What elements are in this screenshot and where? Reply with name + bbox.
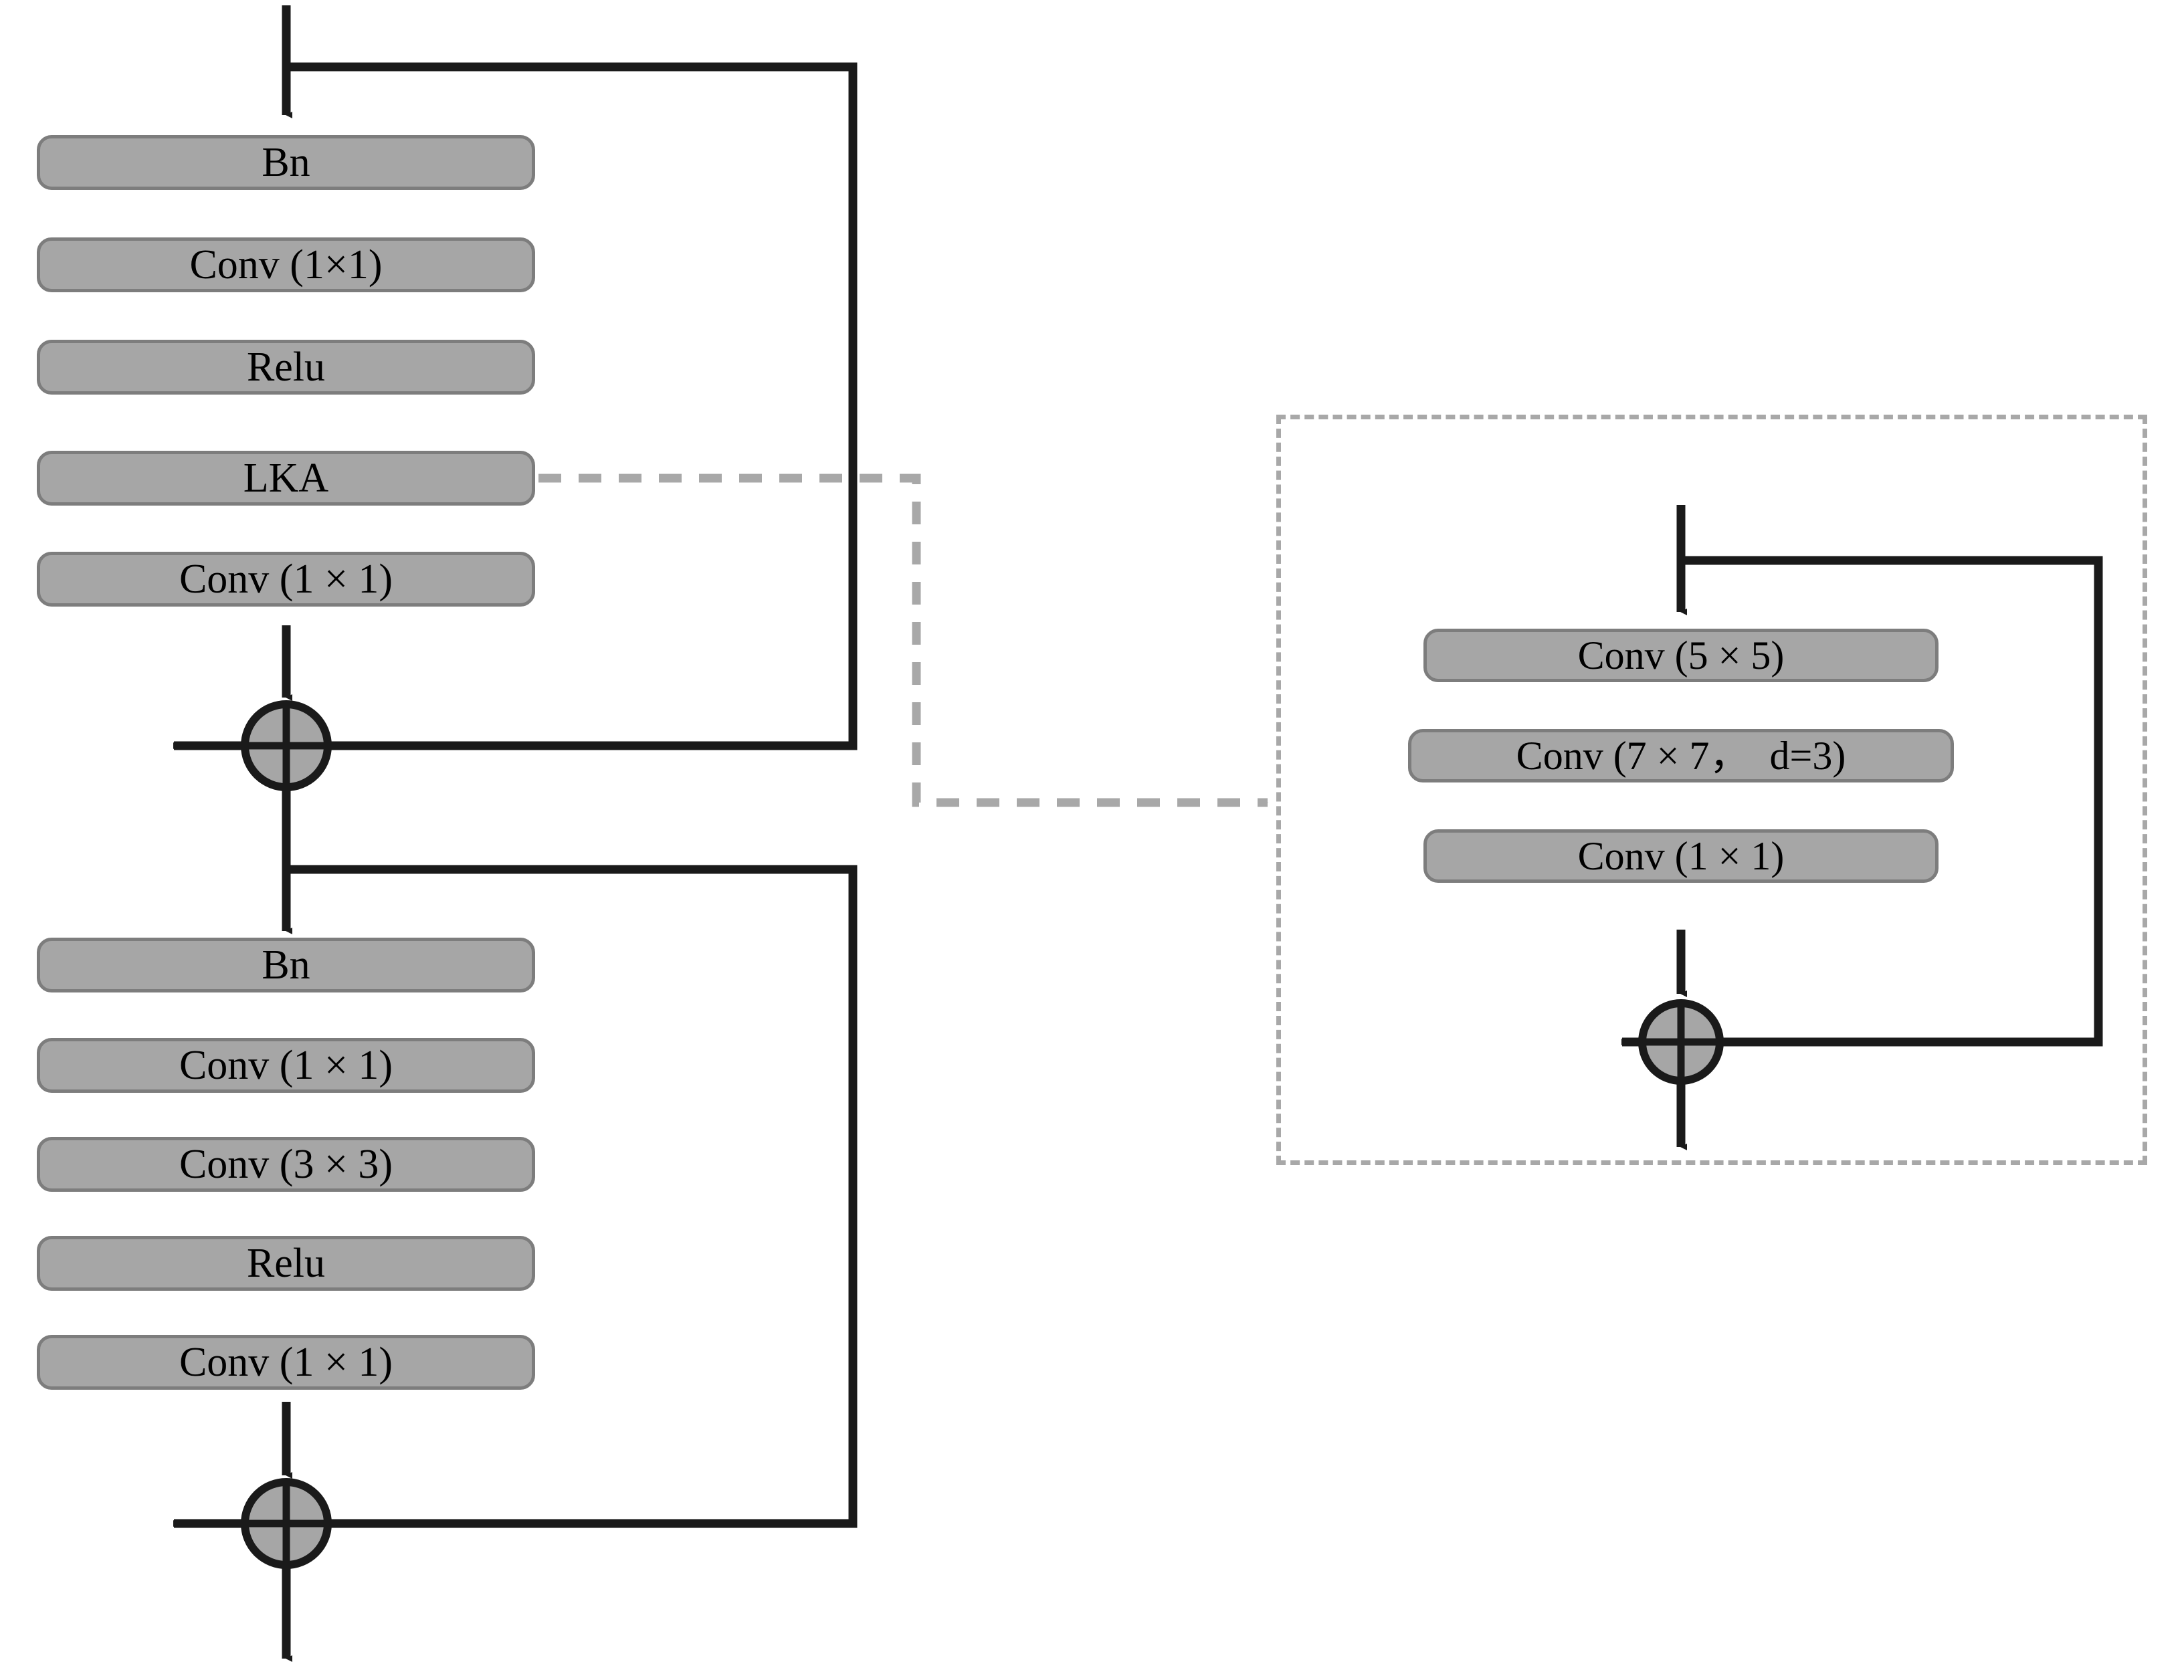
- block1-layer-conv1x1-b[interactable]: Conv (1 × 1): [37, 552, 535, 607]
- block2-layer-conv3x3[interactable]: Conv (3 × 3): [37, 1137, 535, 1192]
- merge-plus-circle-2: [241, 1478, 332, 1569]
- block1-layer-bn[interactable]: Bn: [37, 135, 535, 190]
- block1-layer-conv1x1-a[interactable]: Conv (1×1): [37, 237, 535, 292]
- skip-connection-1: [173, 62, 858, 750]
- block2-layer-conv1x1-b[interactable]: Conv (1 × 1): [37, 1335, 535, 1390]
- block1-layer-relu[interactable]: Relu: [37, 340, 535, 395]
- detail-skip-connection: [1621, 556, 2103, 1047]
- lka-layer-conv5x5[interactable]: Conv (5 × 5): [1423, 629, 1939, 682]
- merge-plus-circle-1: [241, 700, 332, 791]
- lka-layer-conv1x1[interactable]: Conv (1 × 1): [1423, 829, 1939, 883]
- skip-connection-2: [173, 865, 858, 1528]
- block2-layer-bn[interactable]: Bn: [37, 938, 535, 992]
- block2-layer-conv1x1-a[interactable]: Conv (1 × 1): [37, 1038, 535, 1093]
- lka-detail-panel: [1276, 415, 2147, 1165]
- detail-merge-plus-circle: [1638, 999, 1724, 1085]
- block2-layer-relu[interactable]: Relu: [37, 1236, 535, 1291]
- block1-layer-lka[interactable]: LKA: [37, 451, 535, 506]
- lka-layer-conv7x7-d3[interactable]: Conv (7 × 7， d=3): [1408, 729, 1954, 782]
- lka-detail-connector: [538, 474, 1268, 807]
